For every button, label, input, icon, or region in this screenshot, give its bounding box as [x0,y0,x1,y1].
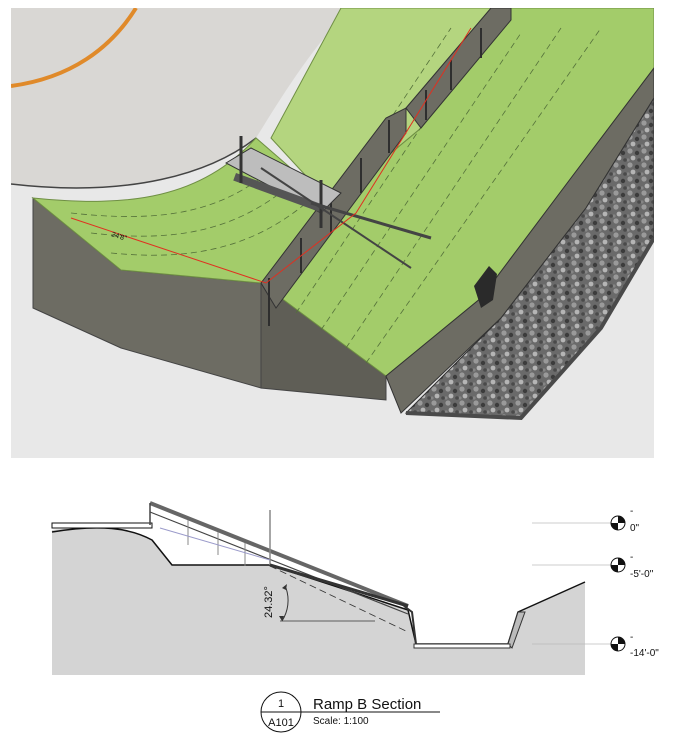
level-0-value: 0" [630,523,640,534]
angle-measure: 24.32° [263,565,409,633]
drain-opening [474,266,497,308]
gate-structure [224,136,432,269]
title-sheet: A101 [268,717,294,729]
upper-wall [405,8,512,129]
upper-slab [51,522,153,529]
title-block: 1 A101 Ramp B Section Scale: 1:100 [260,691,440,733]
level-2-value: -14'-0" [630,648,659,659]
channel-outer-rim [405,236,654,421]
section-railing [149,501,417,645]
level-1-value: -5'-0" [630,569,654,580]
plaza-edge [11,137,257,189]
channel-floor [413,643,511,649]
level-0-dash: - [630,506,633,517]
right-channel-wall [385,67,654,414]
ramp-section-drawing: 24.32° - 0" - -5'-0" - -14'-0" 1 A101 Ra… [51,501,659,733]
level-1-dash: - [630,552,633,563]
level-marker-0: - 0" [610,506,640,534]
red-dimension: 24'8" [70,27,472,284]
title-number: 1 [278,698,284,710]
render-dimension-text: 24'8" [110,231,127,243]
level-lines [532,522,612,645]
level-marker-1: - -5'-0" [610,552,654,580]
orange-edge [11,8,138,88]
section-ground [52,527,585,675]
ramp-3d-render: 24'8" [11,8,654,458]
level-2-dash: - [630,632,633,643]
level-marker-2: - -14'-0" [610,632,659,659]
section-scale: Scale: 1:100 [313,716,369,727]
angle-label: 24.32° [263,586,275,618]
section-title: Ramp B Section [313,696,421,713]
channel-wall-right [507,611,526,649]
